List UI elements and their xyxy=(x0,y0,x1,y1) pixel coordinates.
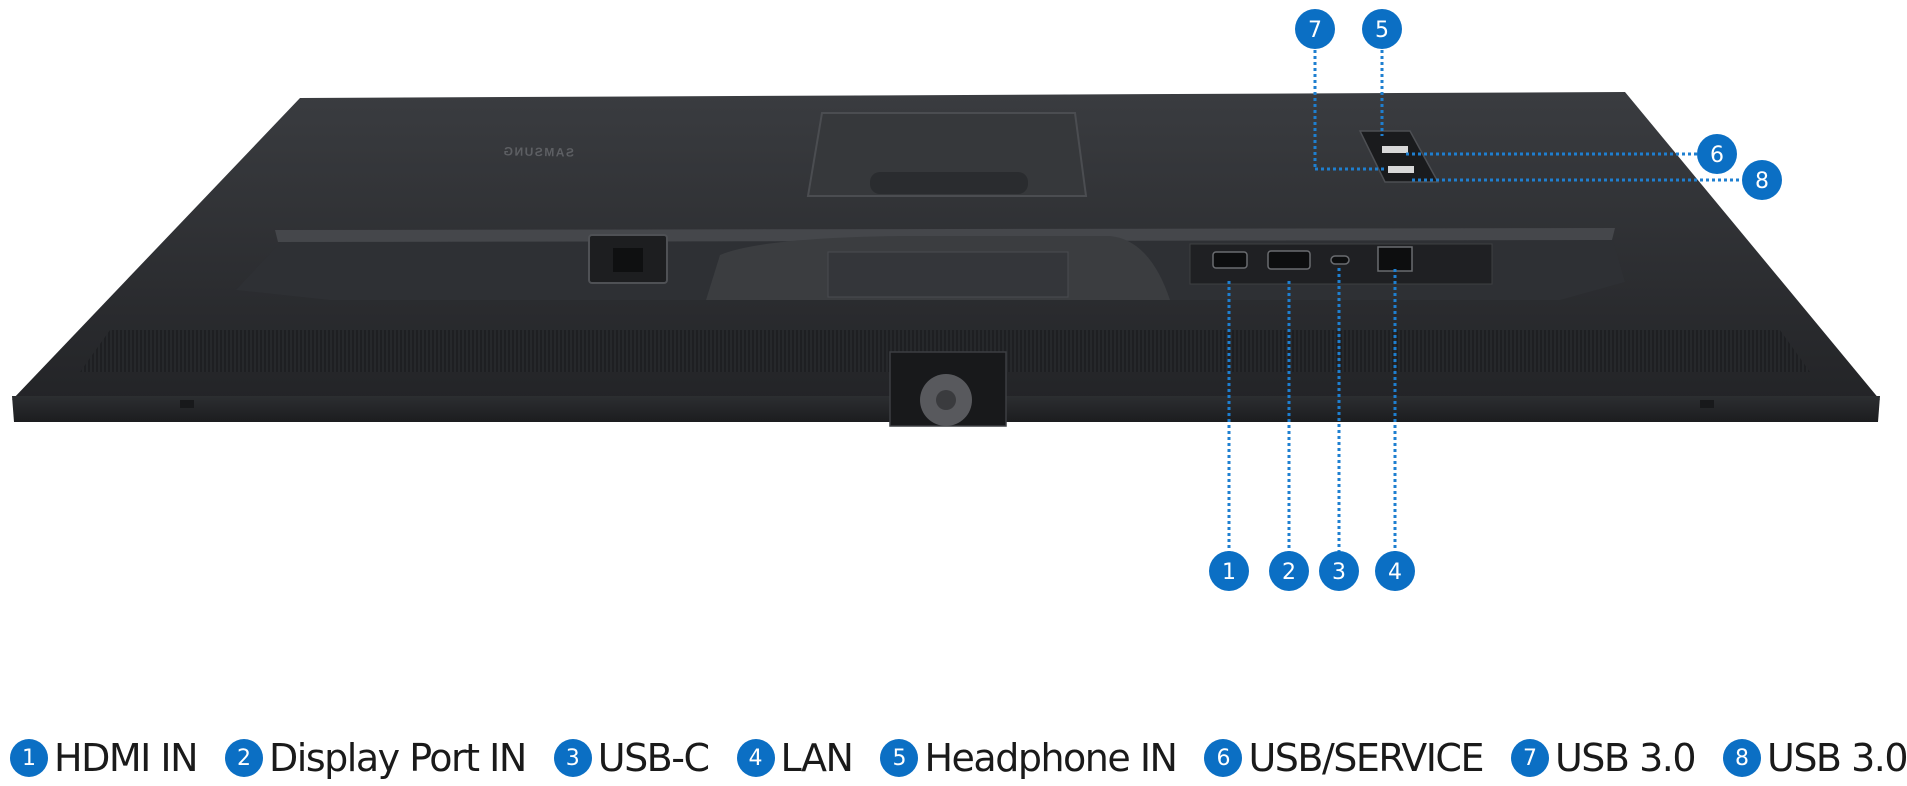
legend-badge: 7 xyxy=(1510,739,1549,777)
callout-4: 4 xyxy=(1375,269,1415,591)
callout-5: 5 xyxy=(1362,9,1402,136)
callout-badge xyxy=(1742,160,1782,200)
legend-label: LAN xyxy=(780,736,854,780)
callout-8: 8 xyxy=(1412,160,1782,200)
legend-badge: 8 xyxy=(1723,739,1761,777)
legend-badge: 4 xyxy=(736,739,775,777)
callout-badge xyxy=(1269,551,1309,591)
callout-badge-number: 6 xyxy=(1710,143,1724,168)
brand-logo: SAMSUNG xyxy=(502,144,574,159)
callout-layer: 1 2 3 4 5 6 7 8 xyxy=(1209,9,1782,591)
callout-badge xyxy=(1209,551,1249,591)
callout-badge-number: 5 xyxy=(1375,18,1389,43)
callout-badge xyxy=(1295,9,1335,49)
legend-badge: 6 xyxy=(1204,739,1243,777)
callout-badge-number: 7 xyxy=(1308,18,1322,43)
legend-label: USB 3.0 xyxy=(1554,736,1697,780)
callout-badge xyxy=(1697,134,1737,174)
callout-badge-number: 2 xyxy=(1282,560,1296,585)
callout-badge-number: 8 xyxy=(1755,169,1769,194)
legend-label: Headphone IN xyxy=(924,736,1178,780)
callout-3: 3 xyxy=(1319,268,1359,591)
callout-badge xyxy=(1362,9,1402,49)
callout-badge xyxy=(1319,551,1359,591)
callout-badge-number: 4 xyxy=(1388,560,1402,585)
callout-badge-number: 3 xyxy=(1332,560,1346,585)
callout-badge xyxy=(1375,551,1415,591)
legend-badge: 3 xyxy=(553,739,592,777)
callout-7: 7 xyxy=(1295,9,1384,171)
legend-label: USB/SERVICE xyxy=(1248,736,1484,780)
legend-badge: 2 xyxy=(225,739,264,777)
callout-6: 6 xyxy=(1406,134,1737,174)
legend-badge: 5 xyxy=(880,739,919,777)
legend-badge: 1 xyxy=(10,739,48,777)
legend-label: USB-C xyxy=(597,736,710,780)
callout-2: 2 xyxy=(1269,281,1309,591)
callout-badge-number: 1 xyxy=(1222,560,1236,585)
callout-1: 1 xyxy=(1209,281,1249,591)
legend-label: USB 3.0 xyxy=(1767,736,1907,780)
monitor-back xyxy=(12,92,1880,427)
legend-label: Display Port IN xyxy=(269,736,527,780)
legend-label: HDMI IN xyxy=(54,736,199,780)
